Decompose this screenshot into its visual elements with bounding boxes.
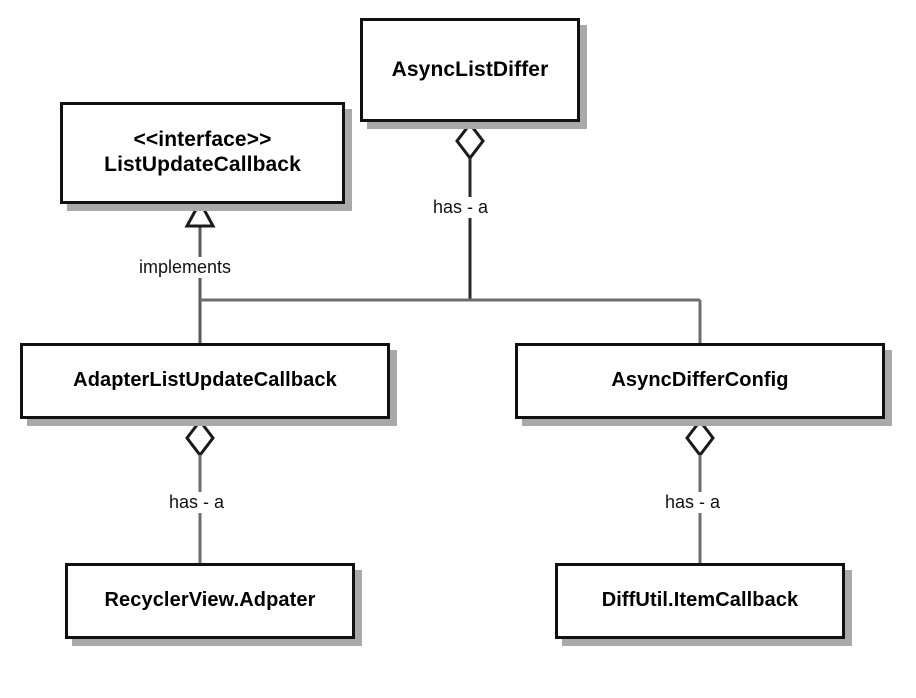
class-box-diffutil-itemcallback[interactable]: DiffUtil.ItemCallback [555, 563, 845, 639]
class-box-async-list-differ[interactable]: AsyncListDiffer [360, 18, 580, 122]
aggregation-diamond-icon [455, 121, 485, 161]
class-box-recyclerview-adapter[interactable]: RecyclerView.Adpater [65, 563, 355, 639]
class-name-adapter-list-update-callback: AdapterListUpdateCallback [73, 369, 337, 392]
class-name-async-differ-config: AsyncDifferConfig [611, 369, 789, 392]
aggregation-diamond-icon [185, 418, 215, 458]
relation-label-has-a-adapter: has - a [166, 492, 228, 513]
class-box-adapter-list-update-callback[interactable]: AdapterListUpdateCallback [20, 343, 390, 419]
class-box-list-update-callback[interactable]: <<interface>> ListUpdateCallback [60, 102, 345, 204]
generalization-triangle-icon [184, 198, 216, 228]
relation-label-has-a-asynclistdiffer: has - a [430, 197, 492, 218]
relation-label-implements: implements [136, 257, 235, 278]
relation-implements [184, 198, 216, 343]
class-name-recyclerview-adapter: RecyclerView.Adpater [104, 589, 316, 612]
class-name-async-list-differ: AsyncListDiffer [391, 57, 549, 81]
class-name-diffutil-itemcallback: DiffUtil.ItemCallback [601, 589, 799, 612]
aggregation-diamond-icon [685, 418, 715, 458]
class-name-list-update-callback: <<interface>> ListUpdateCallback [104, 128, 301, 176]
relation-label-has-a-itemcallback: has - a [662, 492, 724, 513]
relation-has-a-asynclistdiffer [200, 121, 702, 343]
class-box-async-differ-config[interactable]: AsyncDifferConfig [515, 343, 885, 419]
